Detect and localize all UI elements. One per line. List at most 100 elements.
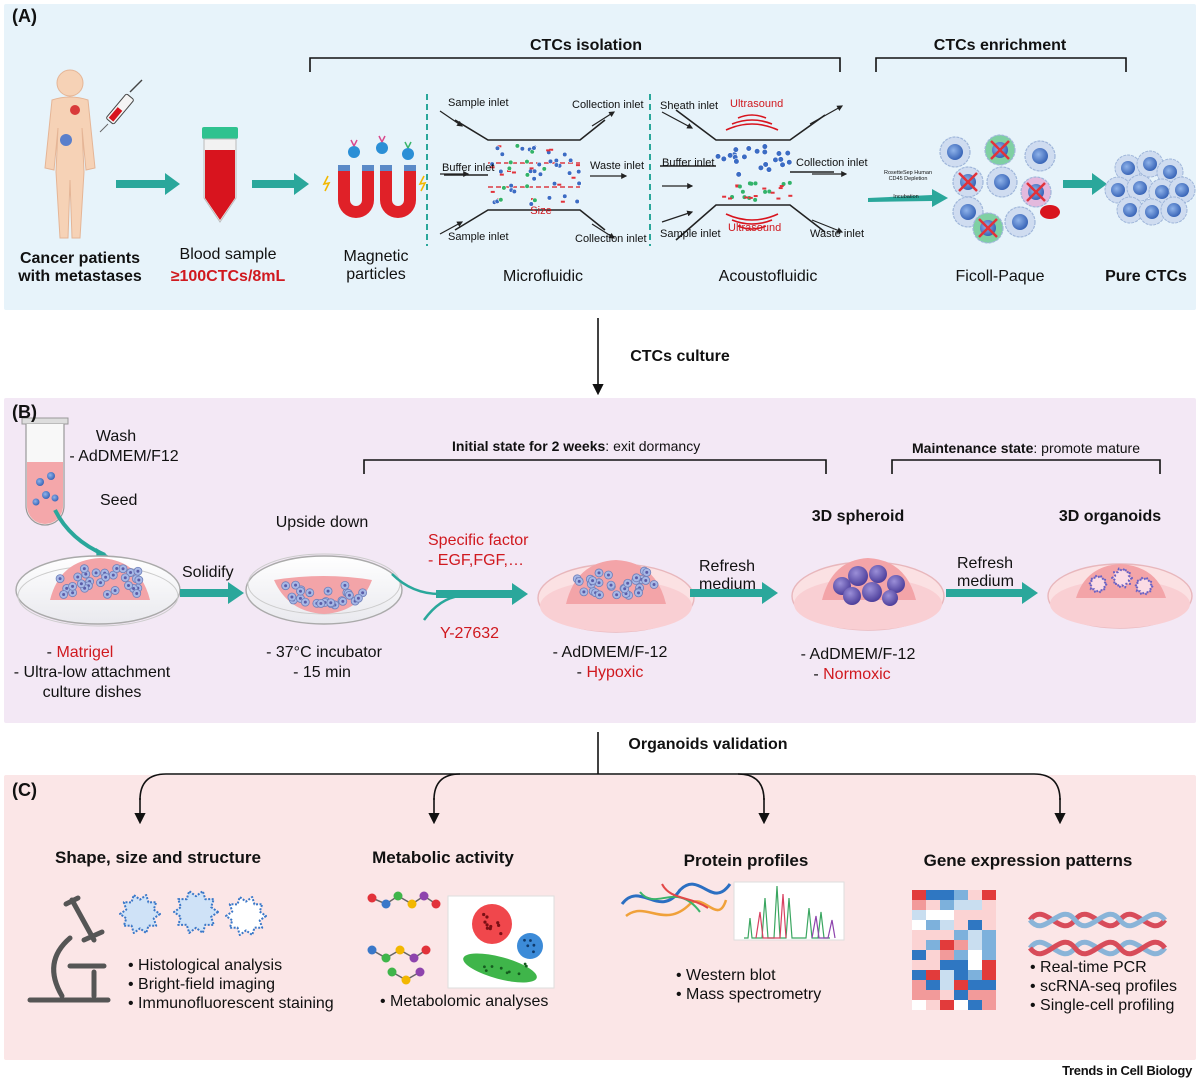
panel-b xyxy=(4,398,1196,723)
upside-down-label: Upside down xyxy=(275,514,369,531)
enrichment-header: CTCs enrichment xyxy=(933,37,1067,54)
magnetic-particles-label: Magnetic particles xyxy=(343,248,409,284)
refresh-medium-2: Refresh medium xyxy=(957,555,1014,591)
acous-buffer-inlet: Buffer inlet xyxy=(662,157,715,169)
rosettesep-label: RosetteSep Human CD45 Depletion xyxy=(884,170,932,183)
test-tube-icon xyxy=(21,417,69,526)
validation-branches xyxy=(139,773,1061,801)
dish4-line1: - AdDMEM/F-12 xyxy=(800,646,916,663)
list-item: Histological analysis xyxy=(128,956,334,975)
acous-sheath-inlet: Sheath inlet xyxy=(660,100,719,112)
col2-title: Metabolic activity xyxy=(372,848,514,867)
microfluidic-cells xyxy=(489,143,582,207)
enrichment-bracket xyxy=(875,57,1127,72)
solidify-label: Solidify xyxy=(182,564,234,581)
list-item: Immunofluorescent staining xyxy=(128,994,334,1013)
incubation-label: Incubation xyxy=(893,194,919,200)
microscope-icon xyxy=(27,895,111,1003)
col1-title: Shape, size and structure xyxy=(55,848,261,867)
list-item: Real-time PCR xyxy=(1030,958,1177,977)
dish-organoids-icon xyxy=(1047,563,1193,629)
col1-list: Histological analysis Bright-field imagi… xyxy=(128,956,334,1013)
spheroid-label: 3D spheroid xyxy=(811,508,905,525)
molecule-icon xyxy=(367,891,441,985)
dish-spheroid-icon xyxy=(791,558,945,631)
ultrasound-waves-icon xyxy=(725,114,779,230)
dish2-line2: - 15 min xyxy=(293,664,351,681)
list-item: Bright-field imaging xyxy=(128,975,334,994)
panel-letter-c: (C) xyxy=(12,780,37,800)
microfluidic-label: Microfluidic xyxy=(502,268,584,285)
col2-list: Metabolomic analyses xyxy=(380,992,548,1011)
micro-waste-inlet: Waste inlet xyxy=(590,160,645,172)
wash-medium-label: - AdDMEM/F12 xyxy=(69,448,179,465)
list-item: Western blot xyxy=(676,966,821,985)
wash-label: Wash xyxy=(95,428,137,445)
panel-letter-a: (A) xyxy=(12,6,37,26)
acous-waste-inlet: Waste inlet xyxy=(810,228,865,240)
acous-sample-inlet: Sample inlet xyxy=(660,228,721,240)
validation-label: Organoids validation xyxy=(628,736,788,753)
dish3-line2: - Hypoxic xyxy=(576,664,644,681)
dish1-line2: - Ultra-low attachment xyxy=(13,664,171,681)
protein-structure-icon xyxy=(620,882,732,918)
acoustofluidic-channel xyxy=(660,109,834,241)
list-item: Mass spectrometry xyxy=(676,985,821,1004)
blood-tube-icon xyxy=(202,127,238,223)
specific-factor-label: Specific factor xyxy=(428,532,529,549)
acoustofluidic-cells xyxy=(714,143,793,202)
y27632-label: Y-27632 xyxy=(440,625,500,642)
col3-title: Protein profiles xyxy=(683,851,809,870)
factors-label: - EGF,FGF,… xyxy=(428,552,524,569)
pure-ctc-cluster-icon xyxy=(1104,150,1196,226)
organoid-outlines-icon xyxy=(119,890,267,936)
seed-arrow xyxy=(53,509,106,557)
acous-ultrasound-bottom: Ultrasound xyxy=(728,222,782,234)
col4-title: Gene expression patterns xyxy=(923,851,1133,870)
syringe-icon xyxy=(99,79,143,133)
list-item: Metabolomic analyses xyxy=(380,992,548,1011)
heatmap-icon xyxy=(912,890,996,1010)
blood-sample-label: Blood sample xyxy=(179,246,277,263)
dish2-line1: - 37°C incubator xyxy=(266,644,382,661)
dish4-line2: - Normoxic xyxy=(813,666,891,683)
panel-letter-b: (B) xyxy=(12,402,37,422)
micro-sample-inlet-bottom: Sample inlet xyxy=(448,231,509,243)
ficoll-label: Ficoll-Paque xyxy=(955,268,1045,285)
isolation-header: CTCs isolation xyxy=(529,37,643,54)
patients-label: Cancer patients with metastases xyxy=(18,250,142,286)
flow-arrows-a xyxy=(116,173,1107,207)
micro-collection-inlet-bottom: Collection inlet xyxy=(575,233,647,245)
pure-ctcs-label: Pure CTCs xyxy=(1105,268,1187,285)
dish1-line3: culture dishes xyxy=(42,684,142,701)
dish1-matrigel: - Matrigel xyxy=(46,644,114,661)
micro-sample-inlet-top: Sample inlet xyxy=(448,97,509,109)
ficoll-cells xyxy=(939,134,1060,244)
dish-upside-down-icon xyxy=(245,553,403,625)
maintenance-bracket xyxy=(891,459,1161,474)
dish3-line1: - AdDMEM/F-12 xyxy=(552,644,668,661)
col4-list: Real-time PCR scRNA-seq profiles Single-… xyxy=(1030,958,1177,1015)
initial-state-label: Initial state for 2 weeks: exit dormancy xyxy=(452,438,701,454)
blood-sample-value: ≥100CTCs/8mL xyxy=(170,268,286,285)
micro-buffer-inlet: Buffer inlet xyxy=(442,162,495,174)
metabolomics-plot-icon xyxy=(447,895,555,989)
dish-initial-state-icon xyxy=(537,560,695,633)
list-item: Single-cell profiling xyxy=(1030,996,1177,1015)
flow-arrows-b xyxy=(180,582,1038,605)
acous-ultrasound-top: Ultrasound xyxy=(730,98,784,110)
isolation-bracket xyxy=(309,57,841,72)
mass-spectrum-icon xyxy=(733,881,845,941)
seed-label: Seed xyxy=(100,492,138,509)
microfluidic-channel xyxy=(444,119,606,231)
journal-footer: Trends in Cell Biology xyxy=(1062,1063,1192,1078)
maintenance-state-label: Maintenance state: promote mature xyxy=(912,440,1140,456)
acous-collection-inlet: Collection inlet xyxy=(796,157,868,169)
refresh-medium-1: Refresh medium xyxy=(699,558,756,594)
culture-label: CTCs culture xyxy=(630,348,730,365)
magnet-icon xyxy=(322,135,427,218)
micro-collection-inlet-top: Collection inlet xyxy=(572,99,644,111)
initial-state-bracket xyxy=(363,459,827,474)
patient-figure-icon xyxy=(44,69,96,239)
